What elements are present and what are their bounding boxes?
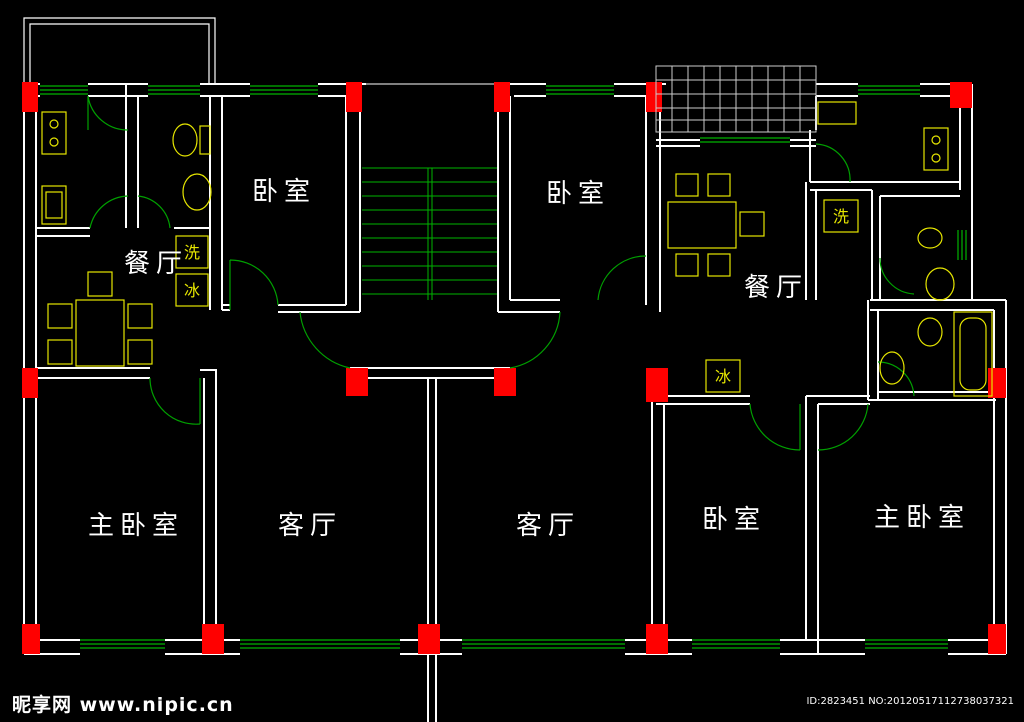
stove-right-icon (923, 127, 949, 171)
stove-left-icon (41, 111, 67, 155)
bathtub-icon (953, 311, 993, 397)
svg-text:洗: 洗 (833, 207, 849, 226)
balcony-top-left (23, 17, 216, 84)
sink-right-icon (817, 101, 857, 125)
washer-right: 洗 (823, 199, 859, 233)
fridge-left: 冰 (175, 273, 209, 307)
staircase (362, 167, 498, 300)
toilet-right-icon (917, 227, 943, 249)
windows (40, 85, 967, 649)
basin-left-icon (182, 173, 212, 211)
dining-table-left-icon (75, 299, 125, 367)
walls (23, 83, 1007, 722)
fixtures (41, 101, 993, 397)
sink-left-icon (41, 185, 67, 225)
room-label-dining-left: 餐厅 (124, 249, 188, 279)
watermark-id: ID:2823451 NO:20120517112738037321 (806, 696, 1014, 707)
basin-right-2-icon (879, 351, 905, 385)
room-label-living-right: 客厅 (516, 511, 580, 541)
room-label-bedroom-center: 卧室 (546, 179, 610, 209)
svg-text:冰: 冰 (715, 367, 731, 386)
room-label-bedroom-right: 卧室 (702, 505, 766, 535)
toilet-left-icon (172, 123, 198, 157)
columns (22, 82, 1006, 654)
basin-right-icon (925, 267, 955, 301)
room-label-master-left: 主卧室 (88, 511, 184, 541)
toilet-right-2-icon (917, 317, 943, 347)
washer-left: 洗 (175, 235, 209, 269)
svg-text:洗: 洗 (184, 243, 200, 262)
room-label-dining-right: 餐厅 (744, 273, 808, 303)
balcony-grid (655, 65, 817, 133)
svg-text:冰: 冰 (184, 281, 200, 300)
dining-table-right-icon (667, 201, 737, 249)
room-label-living-left: 客厅 (278, 511, 342, 541)
room-label-master-right: 主卧室 (874, 503, 970, 533)
watermark-site: 昵享网 www.nipic.cn (12, 694, 234, 716)
room-label-bedroom-left: 卧室 (252, 177, 316, 207)
fridge-right: 冰 (705, 359, 741, 393)
door-swings (87, 95, 915, 451)
